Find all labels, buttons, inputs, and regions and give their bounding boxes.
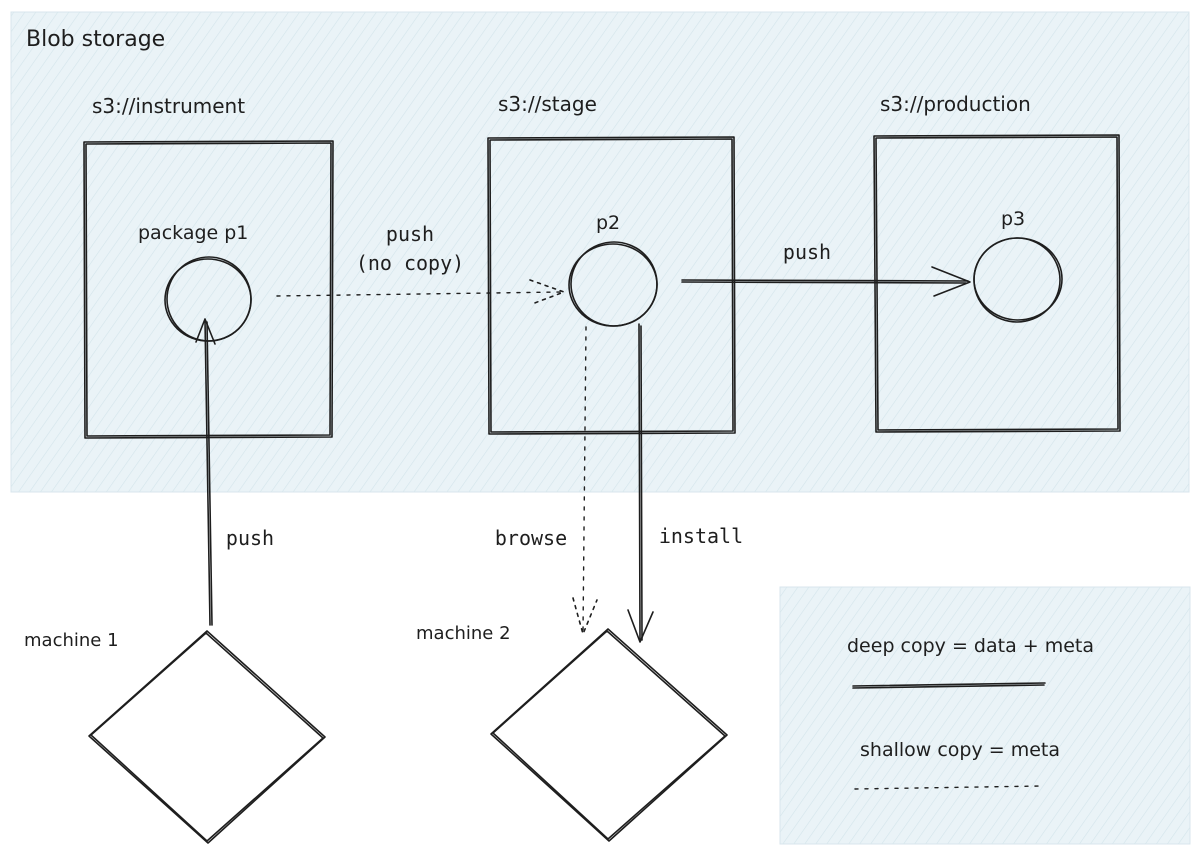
package-node-p3[interactable] xyxy=(973,237,1063,323)
blob-storage-container xyxy=(10,11,1190,493)
machine-label-1: machine 1 xyxy=(24,630,119,651)
browse-arrow xyxy=(572,326,598,635)
machine-label-2: machine 2 xyxy=(416,623,511,644)
bucket-label-instrument: s3://instrument xyxy=(92,94,245,118)
package-node-p2[interactable] xyxy=(568,241,658,327)
bucket-label-production: s3://production xyxy=(880,92,1031,116)
package-label-p1: package p1 xyxy=(138,222,248,244)
bucket-box-stage[interactable] xyxy=(487,136,736,435)
package-label-p3: p3 xyxy=(1001,208,1025,230)
install-arrow xyxy=(627,323,654,643)
edge-label-push-no-copy-line2: (no copy) xyxy=(356,251,464,275)
machine1-push-arrow xyxy=(195,318,216,626)
edge-label-push-machine1: push xyxy=(226,526,274,550)
bucket-label-stage: s3://stage xyxy=(498,92,597,116)
machine-1-node[interactable] xyxy=(88,630,326,844)
shallow-push-arrow-p1-p2 xyxy=(276,279,565,305)
legend-deep-copy-line xyxy=(852,682,1046,689)
edge-label-push-no-copy-line1: push xyxy=(386,222,434,246)
legend-deep-copy-label: deep copy = data + meta xyxy=(847,635,1094,657)
edge-label-push-production: push xyxy=(783,240,831,264)
bucket-box-production[interactable] xyxy=(873,134,1121,433)
legend-shallow-copy-label: shallow copy = meta xyxy=(860,739,1060,761)
bucket-box-instrument[interactable] xyxy=(83,140,334,439)
legend-shallow-copy-line xyxy=(854,785,1043,790)
deep-push-arrow-p2-p3 xyxy=(681,266,971,297)
edge-label-browse: browse xyxy=(495,526,567,550)
legend-box xyxy=(779,586,1191,845)
package-label-p2: p2 xyxy=(596,212,620,234)
machine-2-node[interactable] xyxy=(490,628,728,842)
edge-label-install: install xyxy=(659,524,743,548)
blob-storage-label: Blob storage xyxy=(26,27,165,52)
